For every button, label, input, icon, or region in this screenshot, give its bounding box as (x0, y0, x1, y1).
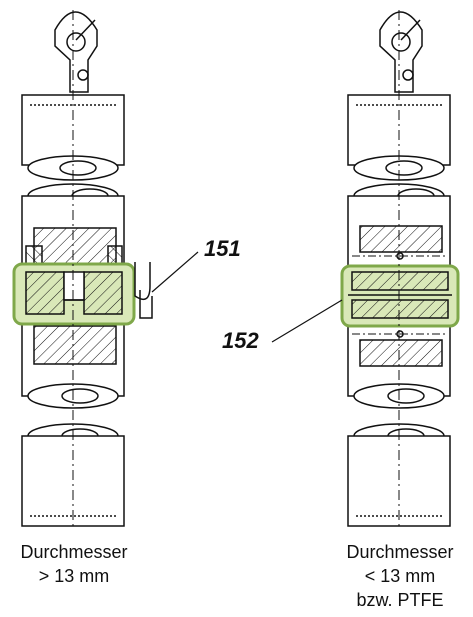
leader-line-151 (151, 251, 199, 293)
callout-151: 151 (204, 236, 241, 261)
left-caption: Durchmesser > 13 mm (4, 540, 144, 588)
left-top-hook (54, 11, 98, 93)
left-assembly (12, 10, 153, 530)
leader-line-152 (271, 299, 343, 343)
right-caption-line-3: bzw. PTFE (356, 590, 444, 610)
right-caption: Durchmesser < 13 mm bzw. PTFE (330, 540, 470, 612)
right-caption-line-1: Durchmesser (346, 542, 454, 562)
right-assembly (340, 10, 460, 530)
left-caption-line-2: > 13 mm (38, 566, 110, 586)
left-caption-line-1: Durchmesser (20, 542, 128, 562)
callout-152: 152 (222, 328, 259, 353)
right-caption-line-2: < 13 mm (364, 566, 436, 586)
right-top-hook (379, 11, 423, 93)
